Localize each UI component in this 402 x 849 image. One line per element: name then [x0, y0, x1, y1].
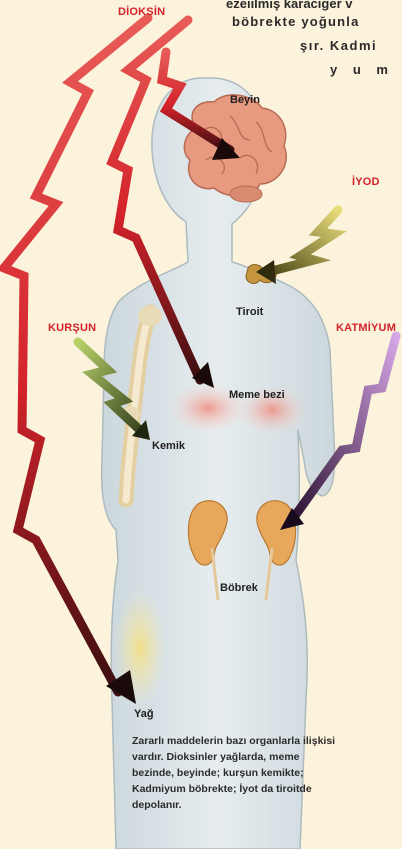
toxin-label-iodine: İYOD: [352, 176, 380, 188]
organ-label-fat: Yağ: [134, 708, 154, 720]
toxin-label-lead: KURŞUN: [48, 322, 96, 334]
figure-caption: Zararlı maddelerin bazı organlarla ilişk…: [132, 733, 340, 813]
brain-organ: [184, 95, 286, 202]
organ-label-breast: Meme bezi: [229, 389, 285, 401]
organ-label-brain: Beyin: [230, 94, 260, 106]
article-text-line: y u m: [330, 62, 394, 77]
article-text-line: böbrekte yoğunla: [232, 14, 360, 29]
toxin-label-cadmium: KATMİYUM: [336, 322, 396, 334]
organ-label-kidney: Böbrek: [220, 582, 258, 594]
article-text-line: ezeıilmiş karaciğer v: [226, 0, 352, 11]
organ-label-thyroid: Tiroit: [236, 306, 263, 318]
iodine-arrow: [268, 210, 338, 272]
toxin-label-dioxin: DİOKSİN: [118, 6, 165, 18]
organ-label-bone: Kemik: [152, 440, 185, 452]
article-text-line: şır. Kadmi: [300, 38, 377, 53]
